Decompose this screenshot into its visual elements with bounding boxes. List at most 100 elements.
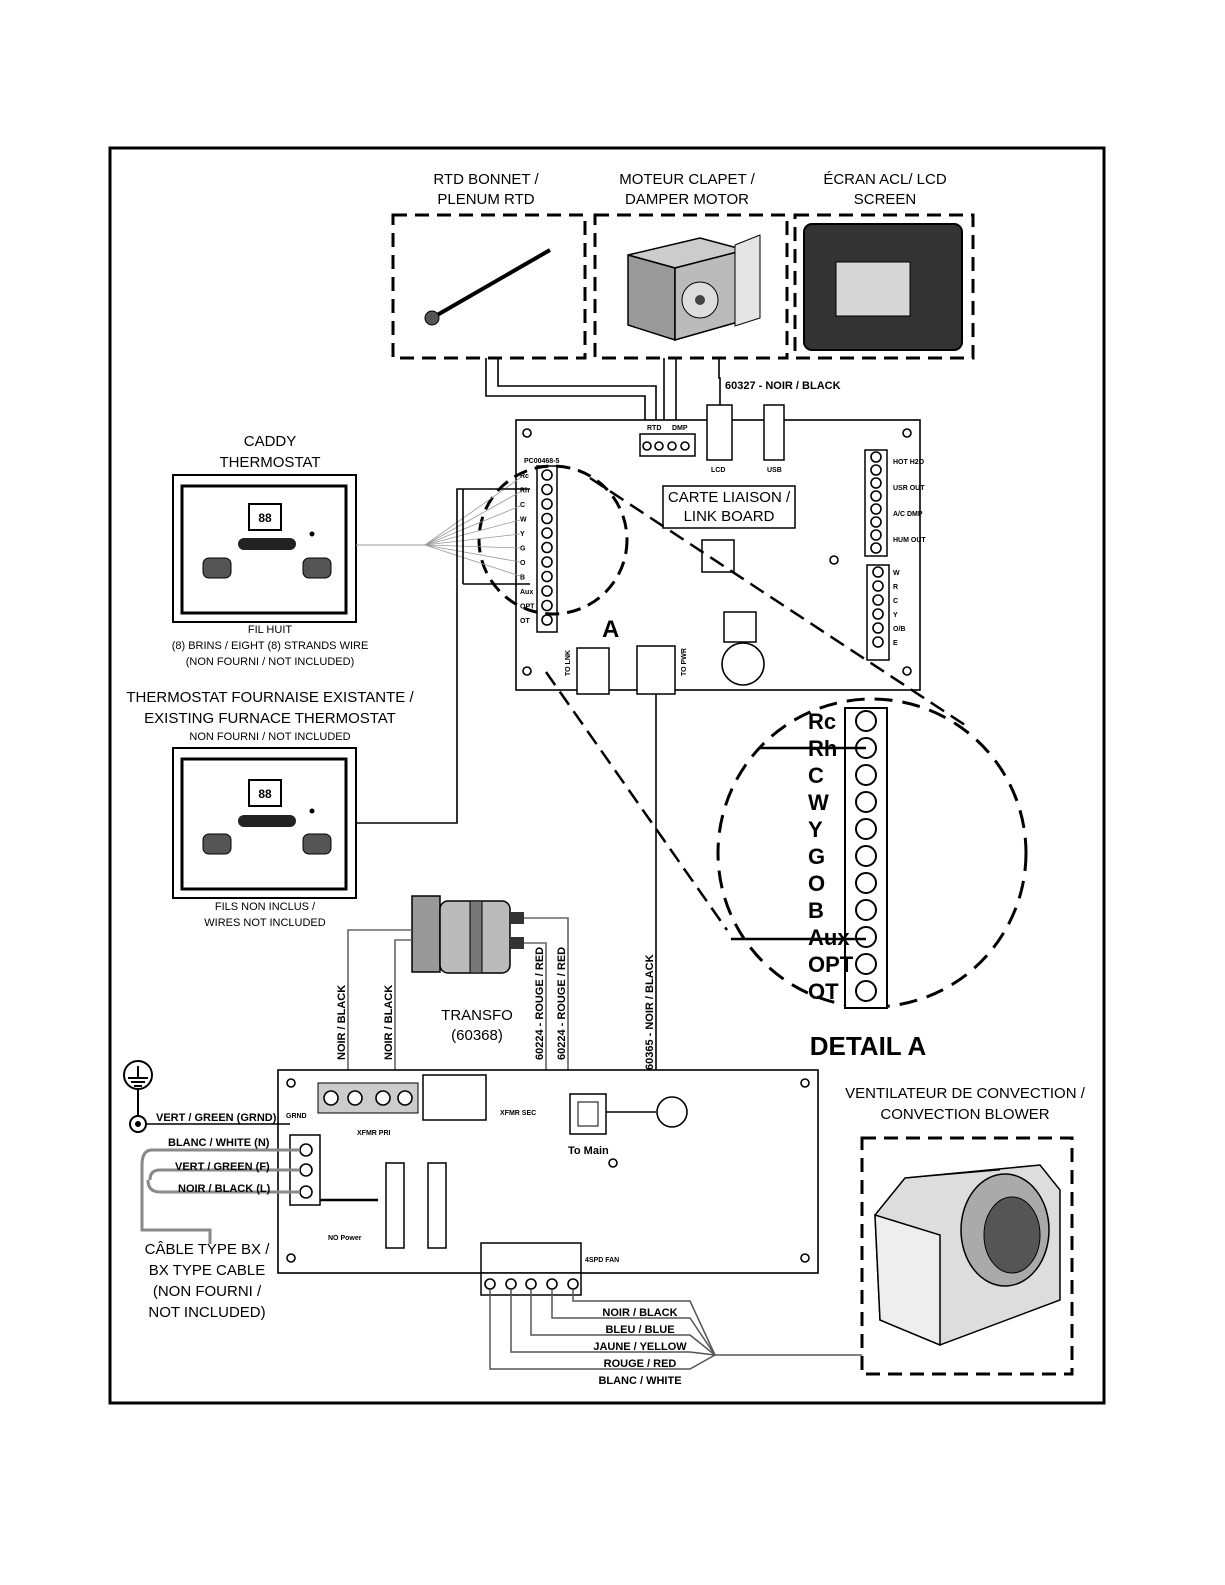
damper-motor-icon (627, 234, 761, 342)
link-terminal-label: Rc (520, 473, 529, 480)
blower-label-1: VENTILATEUR DE CONVECTION / (845, 1085, 1086, 1102)
detail-terminal-g (855, 845, 877, 867)
link-terminal-label: W (520, 517, 527, 524)
right-terminal-2-label: C (893, 598, 898, 605)
right-terminal-label: USR OUT (893, 485, 925, 492)
to-lnk-label: TO LNK (565, 650, 572, 676)
lcd-component: ÉCRAN ACL/ LCD SCREEN (793, 171, 975, 360)
grnd-label: GRND (286, 1113, 307, 1120)
right-terminal-label: A/C DMP (893, 511, 923, 518)
fan-wire-label: JAUNE / YELLOW (593, 1341, 687, 1353)
furnace-label-1: THERMOSTAT FOURNAISE EXISTANTE / (126, 689, 414, 706)
right-terminal-2-label: O/B (893, 626, 905, 633)
furnace-label-2: EXISTING FURNACE THERMOSTAT (144, 710, 396, 727)
detail-terminal-label: W (808, 790, 829, 815)
ground-wire-label: VERT / GREEN (GRND) (156, 1112, 277, 1124)
detail-terminal-label: Aux (808, 925, 850, 950)
damper-label-en: DAMPER MOTOR (625, 191, 749, 208)
detail-terminal-label: B (808, 898, 824, 923)
main-cable-label: 60365 - NOIR / BLACK (644, 954, 656, 1070)
right-terminal-2-label: Y (893, 612, 898, 619)
rtd-header-label: RTD (647, 425, 661, 432)
transformer-label-2: (60368) (451, 1027, 503, 1044)
bx-cable-2: BX TYPE CABLE (149, 1262, 265, 1279)
link-terminal-aux (541, 585, 553, 597)
detail-terminal-label: G (808, 844, 825, 869)
detail-terminal-c (855, 764, 877, 786)
green-f-wire-label: VERT / GREEN (F) (175, 1161, 270, 1173)
detail-terminal-y (855, 818, 877, 840)
link-terminal-o (541, 556, 553, 568)
right-terminal-2 (872, 608, 884, 620)
usb-conn-label: USB (767, 467, 782, 474)
lcd-cable-label: 60327 - NOIR / BLACK (725, 380, 841, 392)
link-terminal-label: Aux (520, 589, 533, 596)
fan-wire-label: NOIR / BLACK (602, 1307, 677, 1319)
right-terminal-label: HUM OUT (893, 537, 926, 544)
to-main-label: To Main (568, 1145, 609, 1157)
link-board-part-no: PC00468-5 (524, 458, 560, 465)
detail-terminal-label: O (808, 871, 825, 896)
blower-label-2: CONVECTION BLOWER (880, 1106, 1049, 1123)
link-terminal-c (541, 498, 553, 510)
right-terminal (870, 516, 882, 528)
damper-component: MOTEUR CLAPET / DAMPER MOTOR (593, 171, 789, 360)
right-terminal (870, 529, 882, 541)
right-terminal-2 (872, 636, 884, 648)
detail-terminal-w (855, 791, 877, 813)
xfmr-pri-label: XFMR PRI (357, 1130, 391, 1137)
xfmr-red-2-label: 60224 - ROUGE / RED (556, 947, 568, 1060)
to-pwr-label: TO PWR (681, 648, 688, 676)
link-terminal-rc (541, 469, 553, 481)
transformer-label-1: TRANSFO (441, 1007, 513, 1024)
right-terminal (870, 490, 882, 502)
link-terminal-label: OPT (520, 604, 535, 611)
rtd-component: RTD BONNET / PLENUM RTD (391, 171, 587, 360)
bx-cable-3: (NON FOURNI / (153, 1283, 262, 1300)
convection-blower: VENTILATEUR DE CONVECTION / CONVECTION B… (845, 1085, 1086, 1376)
link-terminal-label: O (520, 560, 526, 567)
dmp-header-label: DMP (672, 425, 688, 432)
right-terminal (870, 464, 882, 476)
xfmr-black-2-label: NOIR / BLACK (383, 985, 395, 1060)
lcd-conn-label: LCD (711, 467, 725, 474)
line-wire-label: NOIR / BLACK (L) (178, 1183, 271, 1195)
furnace-label-3: NON FOURNI / NOT INCLUDED (189, 731, 350, 743)
right-terminal-2 (872, 622, 884, 634)
fan-wire-label: BLANC / WHITE (598, 1375, 681, 1387)
link-terminal-label: Y (520, 531, 525, 538)
xfmr-black-1-label: NOIR / BLACK (336, 985, 348, 1060)
link-terminal-ot (541, 614, 553, 626)
ground-symbol-icon (123, 1060, 153, 1133)
caddy-label-2: THERMOSTAT (219, 454, 320, 471)
blower-icon (874, 1164, 1061, 1347)
caddy-wire-note-3: (NON FOURNI / NOT INCLUDED) (186, 656, 354, 668)
right-terminal (870, 451, 882, 463)
detail-terminal-o (855, 872, 877, 894)
caddy-wire-note-2: (8) BRINS / EIGHT (8) STRANDS WIRE (172, 640, 369, 652)
right-terminal (870, 503, 882, 515)
rtd-probe-icon (431, 248, 551, 320)
furnace-wire-note-2: WIRES NOT INCLUDED (204, 917, 325, 929)
detail-title: DETAIL A (810, 1031, 927, 1061)
bx-cable-1: CÂBLE TYPE BX / (145, 1241, 271, 1258)
detail-terminal-label: OPT (808, 952, 854, 977)
right-terminal-2-label: E (893, 640, 898, 647)
detail-terminal-aux (855, 926, 877, 948)
detail-marker: A (602, 616, 619, 643)
detail-terminal-label: OT (808, 979, 839, 1004)
link-terminal-g (541, 541, 553, 554)
link-board-label-en: LINK BOARD (684, 508, 775, 525)
detail-terminal-label: C (808, 763, 824, 788)
link-terminal-label: Rh (520, 488, 529, 495)
rtd-label-en: PLENUM RTD (437, 191, 534, 208)
furnace-wire-note-1: FILS NON INCLUS / (215, 901, 316, 913)
caddy-wire-note-1: FIL HUIT (248, 624, 292, 636)
caddy-label-1: CADDY (244, 433, 297, 450)
